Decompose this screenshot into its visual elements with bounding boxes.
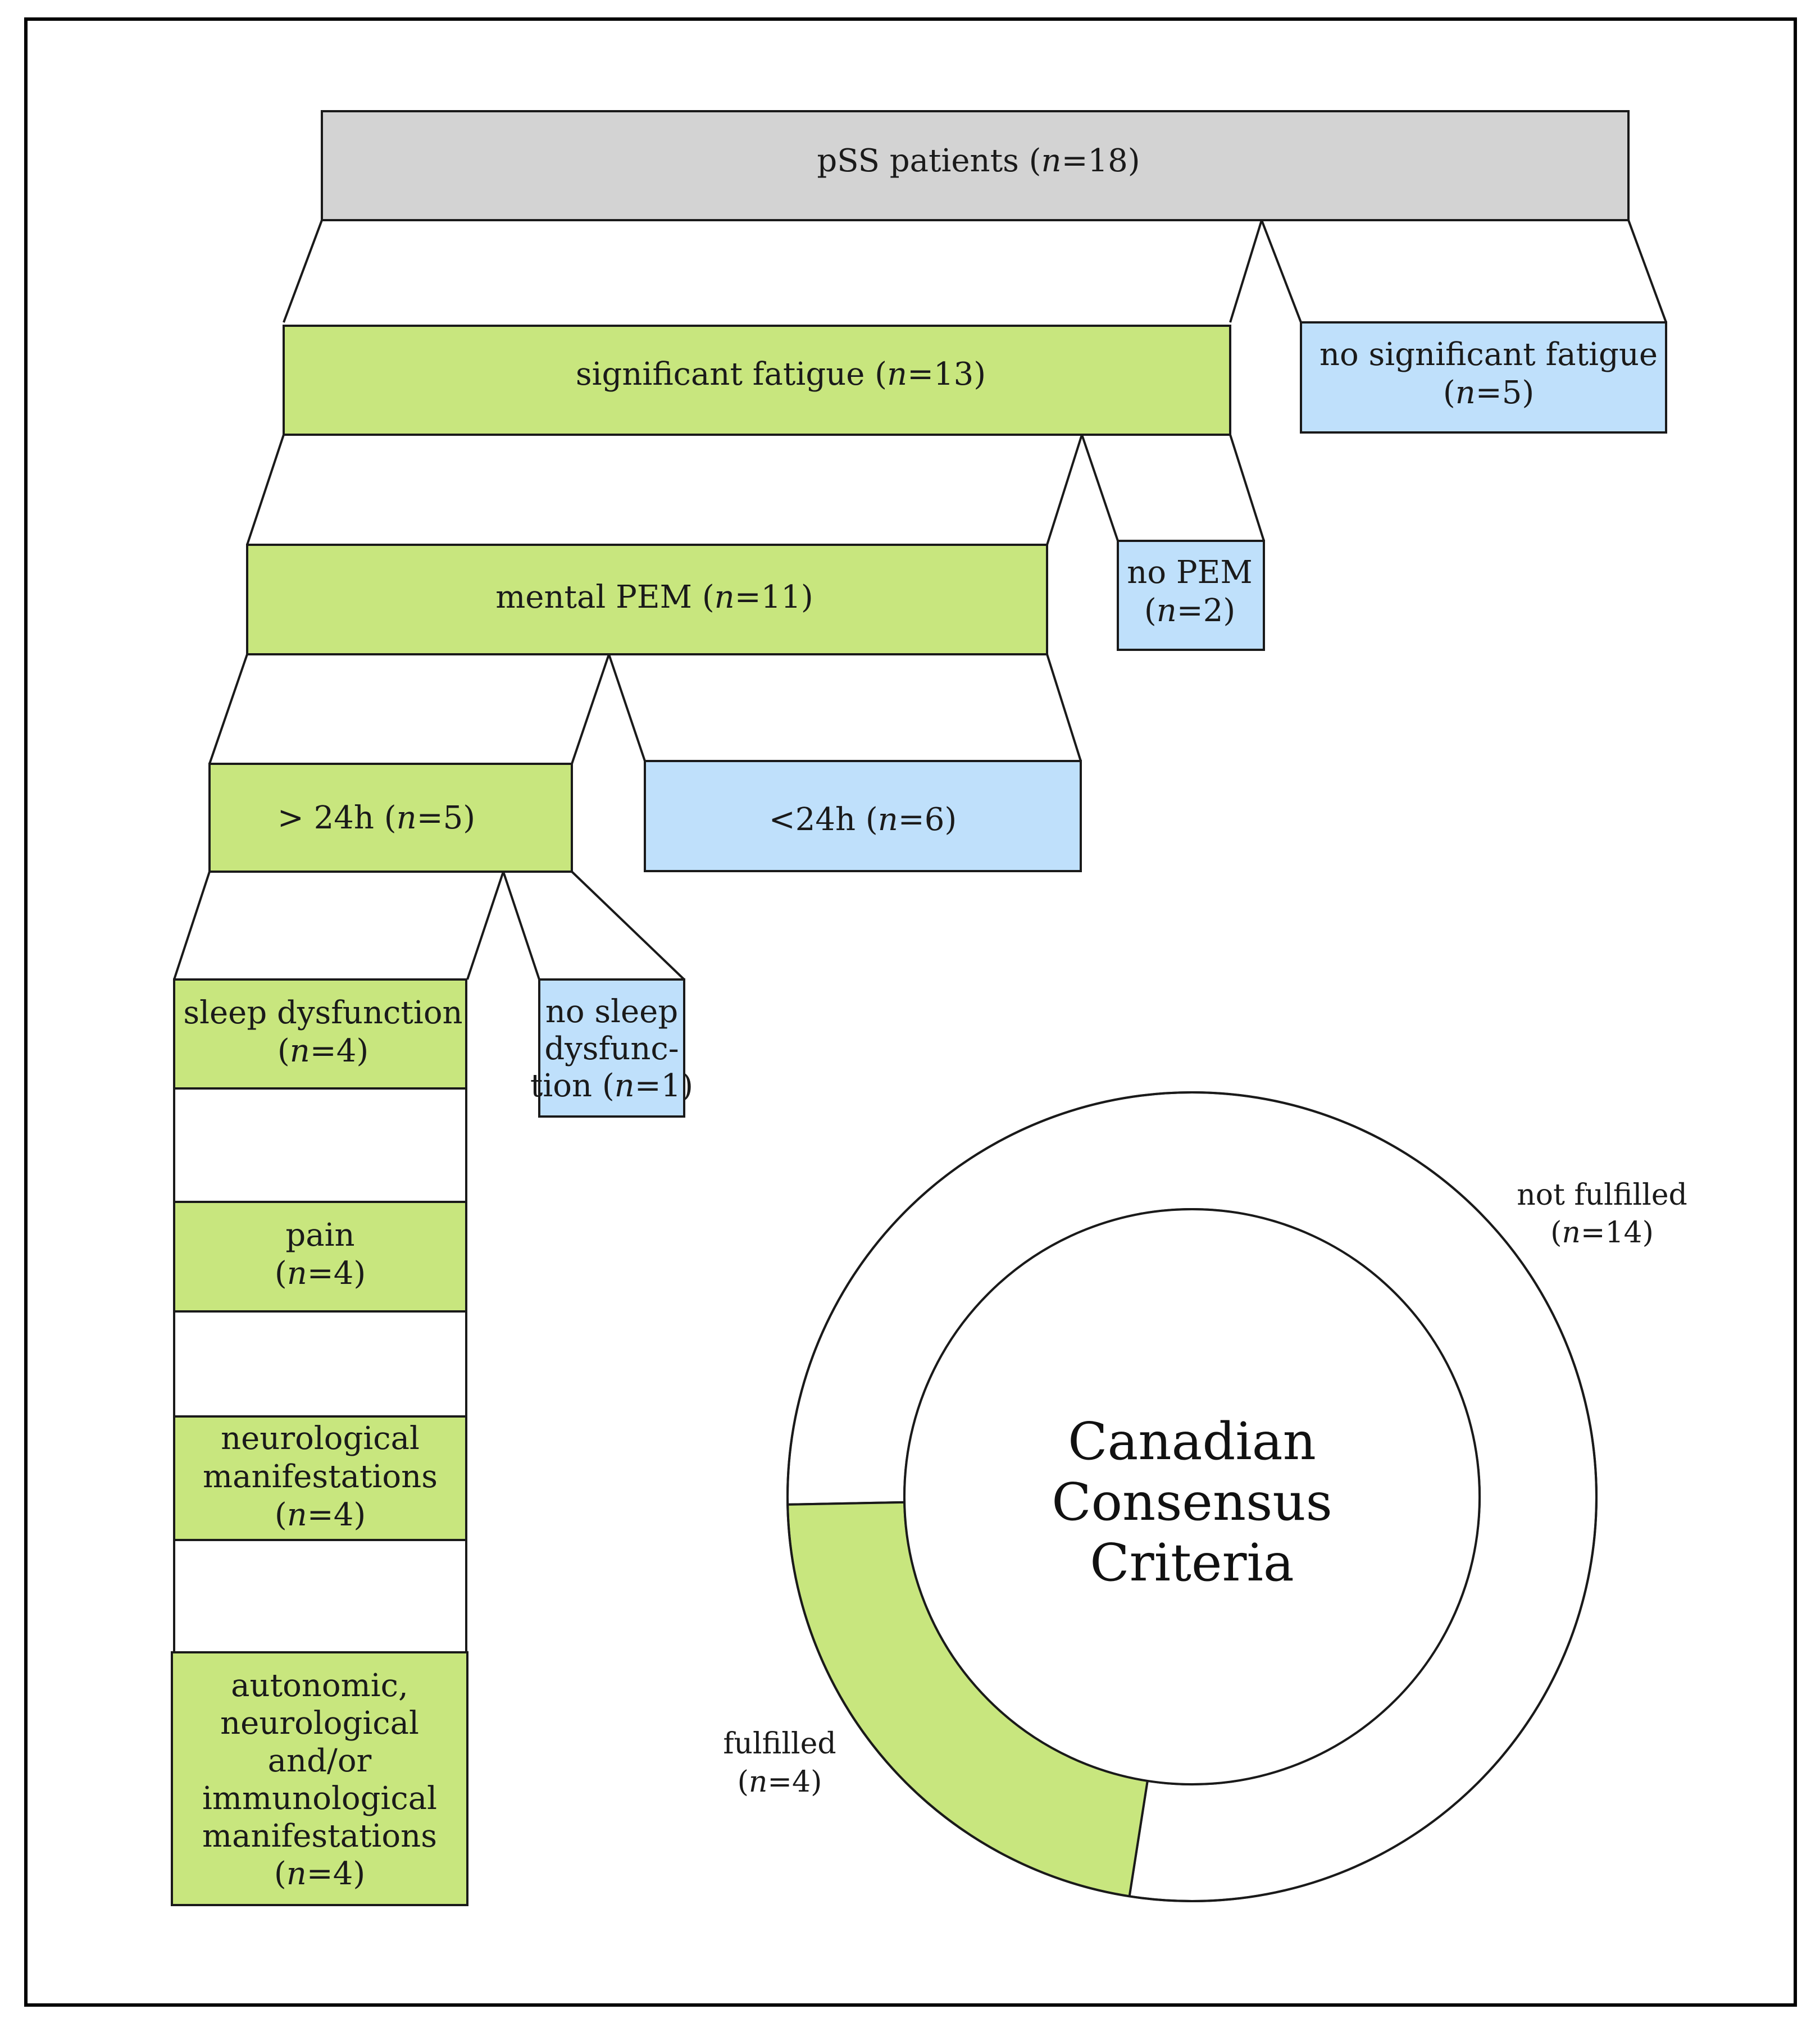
node-lt24-box <box>644 760 1082 872</box>
node-no-pem-count: (n=2) <box>1144 593 1235 629</box>
node-no-fatigue-box <box>1300 321 1667 434</box>
connector-pain-neuro <box>173 1311 467 1416</box>
node-root-box <box>321 110 1630 221</box>
node-auto-box <box>171 1651 468 1906</box>
nodes <box>171 110 1667 1906</box>
node-root-label: pSS patients (n=18) <box>817 143 1140 179</box>
node-auto-line6: (n=4) <box>274 1856 365 1892</box>
node-no-pem-label: no PEM <box>1127 554 1252 591</box>
connector-fatigue-pem <box>246 434 1083 545</box>
node-sleep-label: sleep dysfunction <box>183 995 462 1031</box>
fulfilled-count: (n=4) <box>738 1765 822 1799</box>
node-pain-count: (n=4) <box>275 1255 366 1292</box>
node-fatigue-box <box>283 325 1231 436</box>
node-pain-label: pain <box>285 1217 354 1254</box>
ccc-donut <box>786 1091 1598 1902</box>
node-pem-label: mental PEM (n=11) <box>495 579 813 616</box>
node-lt24-label: <24h (n=6) <box>769 801 957 838</box>
node-fatigue-label: significant fatigue (n=13) <box>576 356 986 393</box>
connector-pem-lt24 <box>608 654 1082 762</box>
node-no-sleep-box <box>538 978 685 1118</box>
connector-root-nofatigue <box>1261 220 1667 323</box>
ccc-title-line2: Consensus <box>1052 1472 1332 1532</box>
node-sleep-box <box>173 978 467 1090</box>
node-auto-line4: immunological <box>202 1780 437 1817</box>
ccc-title-line3: Criteria <box>1090 1533 1294 1593</box>
node-auto-line3: and/or <box>268 1743 372 1779</box>
ccc-title-line1: Canadian <box>1068 1411 1316 1471</box>
node-no-pem-box <box>1117 540 1265 651</box>
node-no-fatigue-label: no significant fatigue <box>1320 336 1658 373</box>
node-sleep-count: (n=4) <box>277 1033 368 1069</box>
connector-gt24-nosleep <box>502 871 685 981</box>
node-no-sleep-line1: no sleep <box>545 994 678 1030</box>
node-neuro-line1: neurological <box>221 1420 420 1457</box>
node-no-fatigue-count: (n=5) <box>1443 375 1534 411</box>
connector-fatigue-nopem <box>1081 434 1265 541</box>
node-pem-box <box>246 544 1048 655</box>
not-fulfilled-label: not fulfilled <box>1517 1178 1687 1212</box>
node-labels: pSS patients (n=18) significant fatigue … <box>183 143 1658 1892</box>
connector-pem-gt24 <box>208 654 610 764</box>
connector-gt24-sleep <box>173 871 504 980</box>
node-neuro-line3: (n=4) <box>275 1497 366 1533</box>
node-pain-box <box>173 1201 467 1313</box>
node-auto-line5: manifestations <box>202 1818 437 1855</box>
connectors <box>173 220 1667 1652</box>
donut-inner-circle <box>903 1208 1481 1785</box>
node-neuro-box <box>173 1415 467 1541</box>
node-auto-line1: autonomic, <box>231 1667 408 1704</box>
node-no-sleep-line3: tion (n=1) <box>530 1068 693 1104</box>
not-fulfilled-count: (n=14) <box>1550 1216 1654 1250</box>
outer-frame <box>24 17 1797 2007</box>
node-neuro-line2: manifestations <box>203 1459 438 1495</box>
donut-outer-circle <box>786 1091 1598 1902</box>
node-no-sleep-line2: dysfunc- <box>544 1031 679 1067</box>
ccc-labels: Canadian Consensus Criteria not fulfille… <box>723 1178 1687 1799</box>
node-gt24-label: > 24h (n=5) <box>277 800 475 836</box>
node-gt24-box <box>208 763 573 873</box>
connector-neuro-auto <box>173 1540 467 1652</box>
connector-sleep-pain <box>173 1088 467 1202</box>
node-auto-line2: neurological <box>220 1705 419 1742</box>
connector-root-fatigue <box>283 220 1263 323</box>
fulfilled-label: fulfilled <box>723 1727 836 1761</box>
